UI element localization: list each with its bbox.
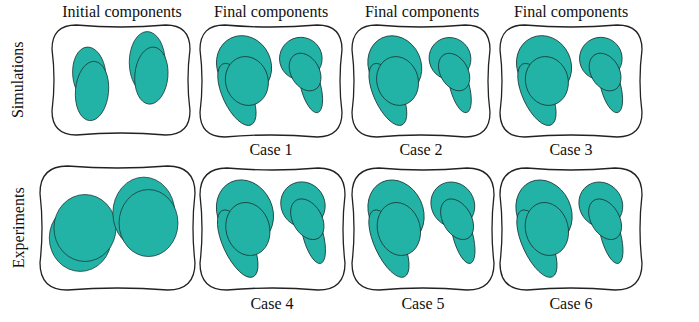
case-label: Case 4 bbox=[250, 295, 293, 313]
component-shape bbox=[583, 47, 628, 96]
column-heading: Final components bbox=[214, 3, 328, 21]
housing-outline bbox=[40, 166, 195, 290]
component-shape bbox=[582, 193, 629, 245]
row-heading: Experiments bbox=[9, 188, 27, 269]
component-shape bbox=[284, 193, 331, 246]
component-shape bbox=[519, 198, 574, 261]
row-heading: Simulations bbox=[9, 42, 27, 118]
component-shape bbox=[371, 198, 426, 261]
panel bbox=[352, 25, 490, 137]
component-shape bbox=[73, 60, 111, 122]
panel bbox=[500, 168, 642, 290]
component-shape bbox=[119, 190, 178, 257]
panel bbox=[200, 25, 342, 137]
column-heading: Final components bbox=[365, 3, 479, 21]
case-label: Case 6 bbox=[549, 295, 592, 313]
case-label: Case 3 bbox=[549, 141, 592, 159]
housing-outline bbox=[352, 168, 494, 290]
component-shape bbox=[220, 197, 276, 260]
housing-outline bbox=[200, 168, 345, 290]
component-shape bbox=[520, 52, 574, 111]
component-shape bbox=[371, 52, 424, 110]
panel bbox=[352, 168, 494, 290]
component-shape bbox=[434, 193, 481, 245]
component-shape bbox=[283, 47, 328, 96]
column-heading: Initial components bbox=[62, 3, 182, 21]
component-shape bbox=[432, 48, 476, 97]
panel bbox=[40, 166, 195, 290]
case-label: Case 1 bbox=[249, 141, 292, 159]
component-shape bbox=[132, 46, 170, 106]
housing-outline bbox=[500, 25, 642, 137]
housing-outline bbox=[500, 168, 642, 290]
case-label: Case 2 bbox=[399, 141, 442, 159]
component-shape bbox=[220, 52, 274, 111]
panel bbox=[52, 25, 190, 135]
panel bbox=[200, 168, 345, 290]
component-shape bbox=[54, 195, 116, 262]
housing-outline bbox=[352, 25, 490, 137]
case-label: Case 5 bbox=[401, 295, 444, 313]
panel bbox=[500, 25, 642, 137]
housing-outline bbox=[52, 25, 190, 135]
housing-outline bbox=[200, 25, 342, 137]
column-heading: Final components bbox=[514, 3, 628, 21]
